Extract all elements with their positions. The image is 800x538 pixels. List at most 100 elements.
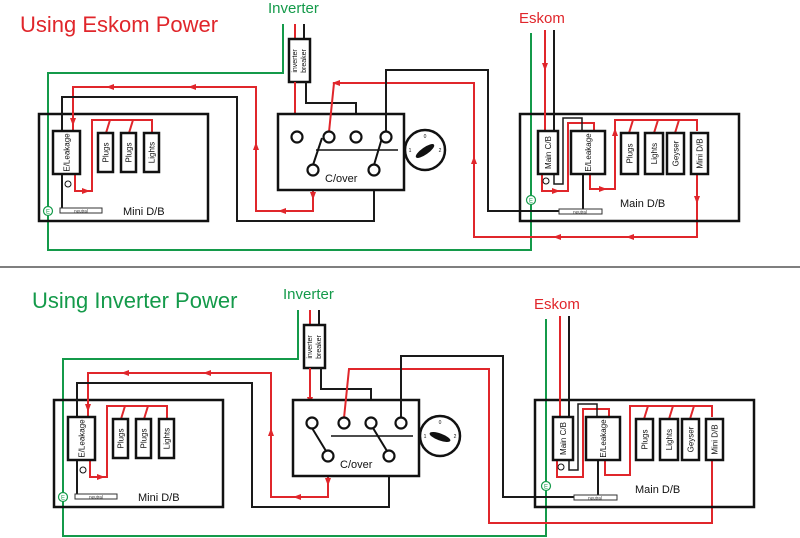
- neutral-bar-label: neutral: [89, 495, 103, 500]
- breaker-main-cb-label: Main C/B: [559, 422, 568, 455]
- dial-position-2: 2: [454, 434, 457, 440]
- main-db-busbar: [604, 405, 713, 476]
- inverter-breaker-label: breaker: [316, 334, 323, 358]
- mini-db-label: Mini D/B: [138, 492, 180, 504]
- earth-terminal-label: E: [61, 496, 65, 502]
- flow-arrow-icon: [310, 192, 316, 200]
- breaker-lights-label: Lights: [665, 429, 674, 450]
- switch-terminal: [305, 416, 319, 430]
- main-cb-to-elr-live: [556, 408, 610, 478]
- flow-arrow-icon: [694, 196, 700, 204]
- breaker-plugs: [134, 417, 153, 460]
- neutral-bar-label: neutral: [573, 210, 587, 215]
- neutral-bar-label: neutral: [588, 496, 602, 501]
- mini-db-box: [37, 112, 210, 223]
- flow-arrow-icon: [82, 188, 90, 194]
- breaker-lights-label: Lights: [650, 143, 659, 164]
- flow-arrow-icon: [203, 370, 211, 376]
- breaker-plugs: [119, 131, 138, 174]
- breaker-e-leakage: [51, 129, 82, 176]
- earth-terminal-label: E: [529, 199, 533, 205]
- earth-terminal-icon: [540, 480, 552, 492]
- breaker-plugs-label: Plugs: [641, 429, 650, 449]
- inverter-breaker-label: breaker: [301, 48, 308, 72]
- main-cb-to-elr-live: [541, 122, 595, 192]
- breaker-lights: [658, 417, 680, 462]
- flow-arrow-icon: [325, 478, 331, 486]
- main-db-busbar: [589, 119, 698, 190]
- neutral-bar: [59, 207, 103, 214]
- test-button-icon: [557, 463, 565, 471]
- breaker-e-leakage: [584, 415, 622, 462]
- breaker-lights-label: Lights: [148, 142, 157, 163]
- earth-terminal-label: E: [46, 210, 50, 216]
- switch-terminal: [306, 163, 320, 177]
- dial-position-1: 1: [424, 434, 427, 440]
- switch-terminal: [379, 130, 393, 144]
- breaker-e-leakage-label: E/Leakage: [63, 133, 72, 172]
- busbar-link: [128, 119, 134, 134]
- busbar-link: [653, 119, 659, 134]
- breaker-e-leakage-label: E/Leakage: [584, 133, 593, 172]
- eskom-label: Eskom: [519, 10, 565, 27]
- busbar-link: [105, 119, 111, 134]
- changeover-label: C/over: [340, 459, 373, 471]
- main-db-label: Main D/B: [635, 484, 680, 496]
- flow-arrow-icon: [121, 370, 129, 376]
- breaker-geyser-label: Geyser: [687, 426, 696, 452]
- selector-knob-icon: [415, 144, 435, 158]
- main-cb-to-elr-neutral: [553, 117, 583, 185]
- dial-position-2: 2: [439, 148, 442, 154]
- switch-pole-2: [372, 427, 388, 452]
- busbar-link: [674, 119, 680, 134]
- switch-terminal: [394, 416, 408, 430]
- mini-db-label: Mini D/B: [123, 206, 165, 218]
- selector-knob-icon: [429, 432, 451, 442]
- flow-arrow-icon: [542, 63, 548, 71]
- busbar-link: [668, 405, 674, 420]
- breaker-main-cb-label: Main C/B: [544, 136, 553, 169]
- switch-pole-2: [373, 137, 383, 166]
- section-title: Using Inverter Power: [32, 288, 237, 313]
- inverter-label: Inverter: [283, 286, 334, 303]
- busbar-link: [628, 119, 634, 134]
- flow-arrow-icon: [106, 84, 114, 90]
- breaker-mini-db-label: Mini D/B: [711, 424, 720, 454]
- busbar-link: [689, 405, 695, 420]
- earth-terminal-icon: [525, 194, 537, 206]
- inverter-breaker: [302, 323, 327, 370]
- section-title: Using Eskom Power: [20, 12, 218, 37]
- flow-arrow-icon: [332, 80, 340, 86]
- earth-wire: [47, 24, 532, 251]
- breaker-plugs: [634, 417, 655, 462]
- switch-terminal: [322, 130, 336, 144]
- test-button-icon: [542, 177, 550, 185]
- test-button-icon: [79, 466, 87, 474]
- eskom-neutral-to-cover: [400, 355, 575, 498]
- breaker-plugs-label: Plugs: [125, 142, 134, 162]
- breaker-main-cb: [551, 415, 575, 462]
- breaker-mini-db-label: Mini D/B: [696, 138, 705, 168]
- eskom-label: Eskom: [534, 296, 580, 313]
- neutral-bar: [573, 494, 618, 501]
- mini-db-busbar: [89, 405, 168, 478]
- breaker-geyser-label: Geyser: [672, 140, 681, 166]
- breaker-e-leakage-label: E/Leakage: [78, 419, 87, 458]
- inverter-breaker-label: inverter: [292, 49, 299, 73]
- changeover-switch-box: [291, 398, 421, 478]
- flow-arrow-icon: [278, 208, 286, 214]
- busbar-link: [120, 405, 126, 420]
- switch-pole-1: [311, 427, 327, 452]
- dial-position-0: 0: [439, 420, 442, 426]
- flow-arrow-icon: [553, 234, 561, 240]
- neutral-bar-label: neutral: [74, 209, 88, 214]
- switch-terminal: [349, 130, 363, 144]
- flow-arrow-icon: [612, 128, 618, 136]
- breaker-mini-db: [689, 131, 710, 176]
- breaker-main-cb: [536, 129, 560, 176]
- changeover-switch-box: [276, 112, 406, 192]
- inverter-breaker-label: inverter: [307, 335, 314, 359]
- flow-arrow-icon: [268, 428, 274, 436]
- flow-arrow-icon: [599, 186, 607, 192]
